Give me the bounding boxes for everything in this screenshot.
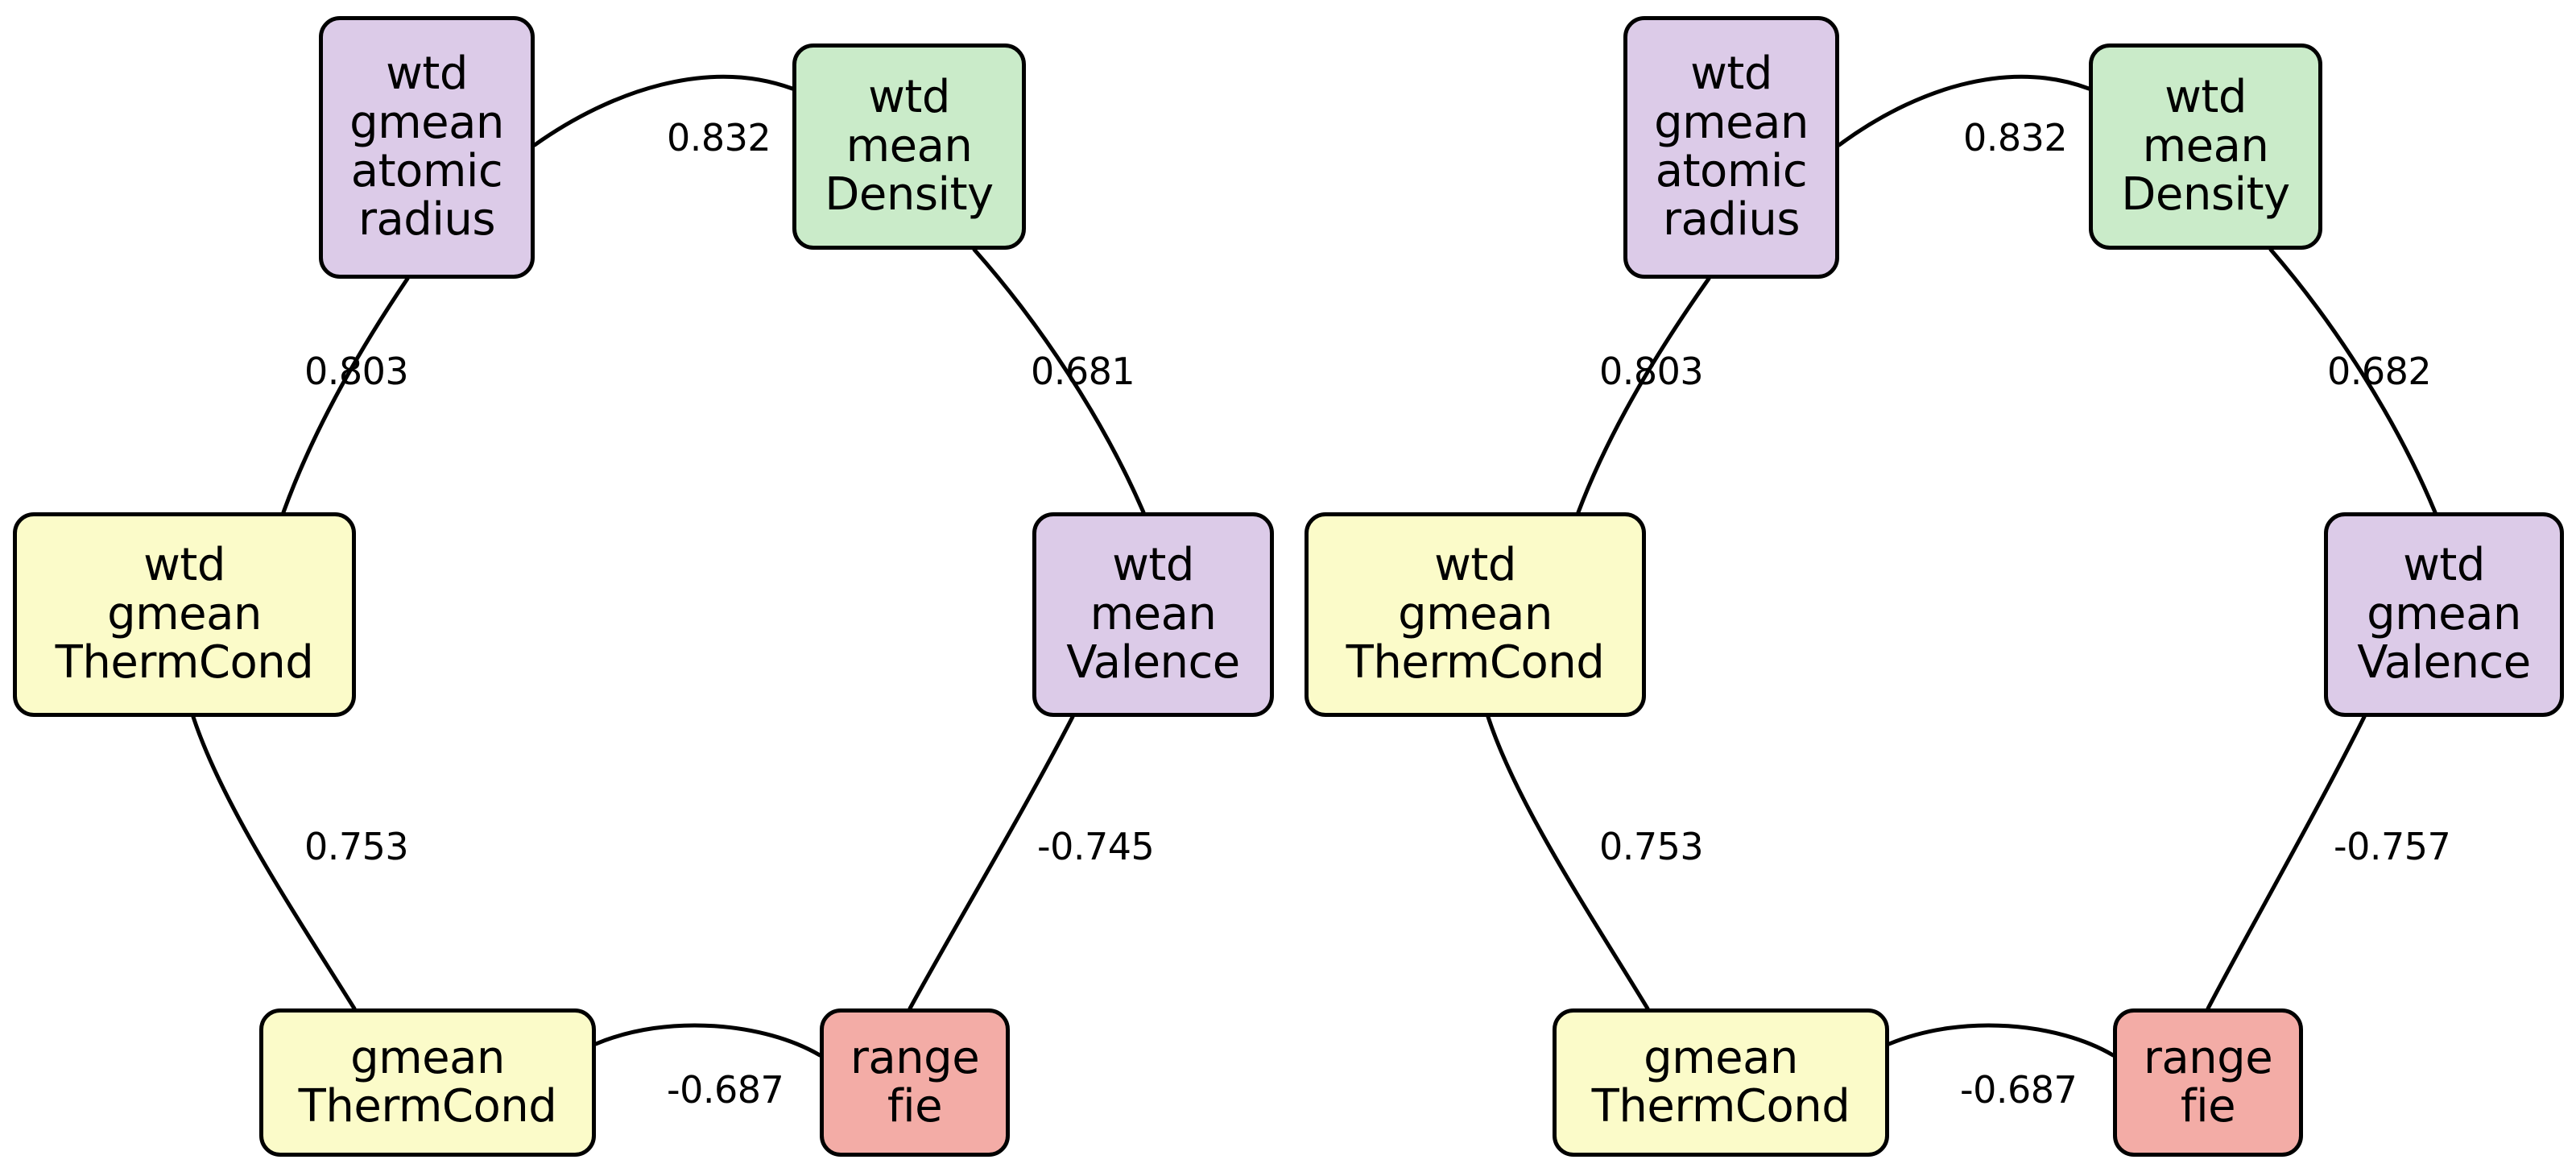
edge-gmean-thermcond-to-wtd-gmean-thermcond bbox=[191, 714, 357, 1011]
node-label-line: wtd bbox=[2165, 71, 2247, 124]
node-label-line: atomic bbox=[1655, 145, 1808, 197]
node-label-line: Density bbox=[2121, 168, 2290, 222]
node-label-line: radius bbox=[358, 193, 496, 246]
edge-weight-label: 0.682 bbox=[2327, 350, 2432, 393]
node-label-line: mean bbox=[1090, 587, 1217, 640]
node-label-line: gmean bbox=[1654, 96, 1809, 149]
node-label-line: wtd bbox=[1690, 48, 1772, 101]
edge-wtd-gmean-atomic-radius-to-wtd-mean-density bbox=[532, 74, 795, 147]
node-label-line: ThermCond bbox=[298, 1080, 557, 1133]
node-label-line: wtd bbox=[868, 71, 950, 124]
edge-weight-label: -0.757 bbox=[2334, 825, 2451, 868]
edge-weight-label: 0.753 bbox=[304, 825, 409, 868]
edge-weight-label: -0.687 bbox=[1960, 1068, 2078, 1112]
node-label-line: Valence bbox=[2357, 636, 2531, 690]
edge-wtd-gmean-thermcond-to-wtd-gmean-atomic-radius bbox=[281, 276, 410, 515]
node-label-line: ThermCond bbox=[1346, 636, 1605, 690]
node-label-line: range bbox=[850, 1031, 980, 1084]
node-label-line: gmean bbox=[350, 1031, 505, 1084]
edge-weight-label: 0.753 bbox=[1599, 825, 1704, 868]
node-label-line: atomic bbox=[350, 145, 503, 197]
node-label-line: mean bbox=[2142, 119, 2269, 172]
node-label-line: gmean bbox=[1644, 1031, 1798, 1084]
edge-weight-label: 0.681 bbox=[1031, 350, 1135, 393]
edge-weight-label: 0.832 bbox=[667, 116, 771, 159]
edge-weight-label: 0.803 bbox=[1599, 350, 1704, 393]
edge-wtd-gmean-valence-r-to-range-fie-r bbox=[2206, 714, 2367, 1011]
edges-group bbox=[191, 74, 2437, 1058]
edge-wtd-mean-density-to-wtd-mean-valence bbox=[972, 247, 1146, 515]
node-label-line: fie bbox=[887, 1080, 943, 1133]
edge-weight-label: 0.832 bbox=[1963, 116, 2068, 159]
node-label-line: Valence bbox=[1066, 636, 1240, 690]
node-label-line: Density bbox=[825, 168, 994, 222]
edge-gmean-thermcond-r-to-wtd-gmean-thermcond-r bbox=[1486, 714, 1650, 1011]
node-label-line: range bbox=[2143, 1031, 2273, 1084]
node-label-line: wtd bbox=[143, 539, 225, 592]
edge-weight-label: -0.687 bbox=[667, 1068, 784, 1112]
edge-weight-label: -0.745 bbox=[1037, 825, 1155, 868]
node-label-line: fie bbox=[2180, 1080, 2236, 1133]
node-label-line: mean bbox=[846, 119, 973, 172]
edge-wtd-mean-density-r-to-wtd-gmean-valence-r bbox=[2268, 247, 2437, 515]
edge-wtd-mean-valence-to-range-fie bbox=[908, 714, 1075, 1011]
node-label-line: wtd bbox=[2403, 539, 2485, 592]
edge-range-fie-to-gmean-thermcond bbox=[593, 1023, 822, 1058]
node-label-line: gmean bbox=[349, 96, 504, 149]
node-label-line: wtd bbox=[1112, 539, 1194, 592]
node-label-line: gmean bbox=[2367, 587, 2521, 640]
node-label-line: ThermCond bbox=[1591, 1080, 1850, 1133]
node-label-line: gmean bbox=[1398, 587, 1553, 640]
node-label-line: radius bbox=[1662, 193, 1801, 246]
edge-range-fie-r-to-gmean-thermcond-r bbox=[1887, 1023, 2115, 1058]
node-label-line: wtd bbox=[386, 48, 468, 101]
edge-weight-label: 0.803 bbox=[304, 350, 409, 393]
edge-wtd-gmean-thermcond-r-to-wtd-gmean-atomic-radius-r bbox=[1576, 276, 1711, 515]
node-label-line: gmean bbox=[107, 587, 262, 640]
node-label-line: ThermCond bbox=[55, 636, 314, 690]
edge-wtd-gmean-atomic-radius-r-to-wtd-mean-density-r bbox=[1837, 74, 2091, 147]
node-label-line: wtd bbox=[1434, 539, 1516, 592]
